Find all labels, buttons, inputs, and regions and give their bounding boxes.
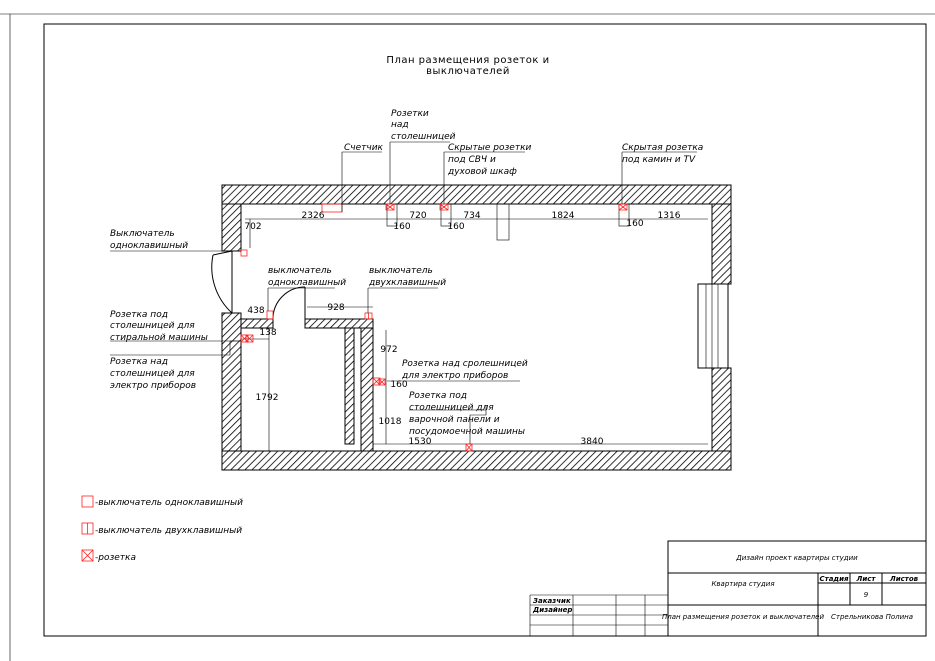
callout-oven-2: под СВЧ и	[448, 155, 496, 165]
bathroom-door	[272, 286, 306, 320]
callout-meter: Счетчик	[344, 143, 384, 153]
legend-socket-label: -розетка	[95, 553, 136, 563]
legend-single-switch-label: -выключатель одноклавишный	[95, 498, 243, 508]
socket-appliances-left	[245, 334, 254, 343]
dim-720: 720	[409, 211, 426, 221]
callout-oven-1: Скрытые розетки	[448, 143, 532, 153]
dim-160-a: 160	[393, 222, 410, 232]
title-block-drawing-name: План размещения розеток и выключателей	[662, 613, 825, 621]
dim-2326: 2326	[302, 211, 325, 221]
callout-texts: Счетчик Розетки над столешницей Скрытые …	[110, 109, 703, 437]
plan-title-line2: выключателей	[426, 66, 510, 77]
dim-160-d: 160	[390, 380, 407, 390]
callout-appl-left-2: столешницей для	[110, 369, 195, 379]
dim-928: 928	[327, 303, 344, 313]
legend-single-switch-icon	[81, 495, 94, 508]
switch-double-mid	[364, 312, 373, 320]
callout-switch-double-1: выключатель	[369, 266, 433, 276]
interior-lines	[241, 203, 708, 451]
dim-972: 972	[380, 345, 397, 355]
title-block-col-sheet: Лист	[856, 575, 877, 583]
callout-switch-mid-1: выключатель	[268, 266, 332, 276]
walls	[221, 184, 732, 471]
socket-tv	[618, 203, 628, 211]
switch-single-left	[240, 249, 248, 257]
callout-counter-2: над	[391, 120, 409, 130]
title-block-customer: Заказчик	[533, 597, 571, 605]
dim-160-b: 160	[447, 222, 464, 232]
callout-washing-3: стиральной машины	[110, 333, 208, 343]
callout-switch-left-2: одноклавишный	[110, 241, 188, 251]
dim-734: 734	[463, 211, 480, 221]
switch-single-mid	[266, 310, 274, 320]
callout-hob-4: посудомоечной машины	[409, 427, 525, 437]
meter-marker	[321, 203, 343, 213]
dim-438: 438	[247, 306, 264, 316]
callout-switch-mid-2: одноклавишный	[268, 278, 346, 288]
callout-appl-right-2: для электро приборов	[401, 371, 508, 381]
dim-1824: 1824	[552, 211, 575, 221]
dimension-labels: 2326 720 734 1824 1316 702 160 160 160 4…	[244, 211, 680, 447]
title-block-col-stage: Стадия	[820, 575, 849, 583]
switch-and-socket-markers	[240, 203, 628, 452]
dim-1018: 1018	[379, 417, 402, 427]
title-block-sheet-no: 9	[864, 591, 869, 599]
dim-160-c: 160	[626, 219, 643, 229]
callout-oven-3: духовой шкаф	[447, 167, 517, 177]
callout-washing-2: столешницей для	[110, 321, 195, 331]
callout-hob-1: Розетка под	[409, 391, 467, 401]
callout-hob-2: столешницей для	[409, 403, 494, 413]
callout-appl-right-1: Розетка над сролешницей	[402, 359, 528, 369]
title-block-designer: Дизайнер	[532, 606, 572, 614]
callout-appl-left-3: электро приборов	[110, 381, 196, 391]
legend-double-switch-label: -выключатель двухклавишный	[95, 526, 242, 536]
callout-hob-3: варочной панели и	[409, 415, 500, 425]
title-block: Дизайн проект квартиры студии Квартира с…	[529, 540, 927, 637]
leader-lines	[110, 141, 697, 444]
dim-1316: 1316	[658, 211, 681, 221]
callout-tv-1: Скрытая розетка	[622, 143, 703, 153]
window	[697, 283, 729, 369]
callout-counter-1: Розетки	[391, 109, 429, 119]
title-block-object: Квартира студия	[711, 580, 774, 588]
dim-138: 138	[259, 328, 276, 338]
dim-1792: 1792	[256, 393, 279, 403]
legend: -выключатель одноклавишный -выключатель …	[81, 495, 243, 563]
drawing-frame	[43, 23, 927, 637]
callout-switch-left-1: Выключатель	[110, 229, 175, 239]
dim-3840: 3840	[581, 437, 604, 447]
callout-washing-1: Розетка под	[110, 310, 168, 320]
entrance-door	[211, 250, 241, 314]
title-block-author: Стрельникова Полина	[831, 613, 913, 621]
title-block-col-sheets: Листов	[889, 575, 919, 583]
socket-hob	[465, 443, 473, 452]
legend-socket-icon	[81, 549, 94, 562]
title-block-project: Дизайн проект квартиры студии	[735, 554, 858, 562]
dim-702: 702	[244, 222, 261, 232]
callout-counter-3: столешницей	[391, 132, 456, 142]
legend-double-switch-icon	[81, 522, 94, 535]
dim-1530: 1530	[409, 437, 432, 447]
callout-switch-double-2: двухклавишный	[368, 278, 446, 288]
callout-tv-2: под камин и TV	[622, 155, 696, 165]
callout-appl-left-1: Розетка над	[110, 357, 168, 367]
plan-title-line1: План размещения розеток и	[386, 55, 549, 66]
socket-appliances-right-2	[378, 378, 386, 386]
